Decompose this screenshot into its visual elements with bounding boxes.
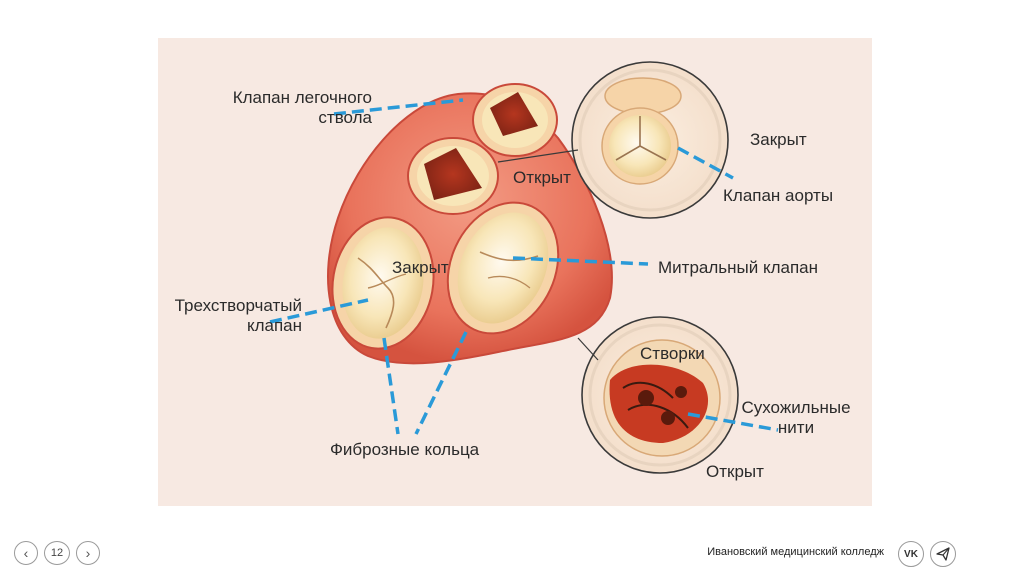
- fibrous-rings-label: Фиброзные кольца: [330, 440, 480, 459]
- paper-plane-icon: [936, 547, 950, 561]
- page-number: 12: [44, 541, 70, 565]
- open-bottom-label: Открыт: [706, 462, 764, 481]
- chordae-label: Сухожильные нити: [741, 398, 851, 437]
- mitral-valve-label: Митральный клапан: [658, 258, 819, 277]
- chevron-left-icon: ‹: [23, 545, 29, 561]
- tricuspid-valve-shape: [331, 216, 435, 350]
- slide-footer: ‹ 12 › Ивановский медицинский колледж VK: [0, 530, 1024, 574]
- leader-lines: [269, 98, 779, 435]
- chevron-right-icon: ›: [85, 545, 91, 561]
- vk-share-button[interactable]: VK: [898, 541, 924, 567]
- telegram-share-button[interactable]: [930, 541, 956, 567]
- college-name: Ивановский медицинский колледж: [707, 546, 884, 558]
- mitral-valve-shape: [446, 201, 560, 335]
- aortic-zoom-circle: [571, 61, 729, 219]
- chordae-zoom-circle: [581, 316, 739, 474]
- open-valve-shape: [407, 137, 499, 215]
- leaflets-label: Створки: [640, 344, 705, 363]
- open-top-label: Открыт: [513, 168, 571, 187]
- aortic-valve-label: Клапан аорты: [723, 186, 834, 205]
- closed-right-label: Закрыт: [750, 130, 807, 149]
- pulmonary-valve-shape: [472, 83, 558, 157]
- tricuspid-valve-label: Трехстворчатый клапан: [174, 296, 302, 335]
- prev-slide-button[interactable]: ‹: [14, 541, 38, 565]
- vk-icon: VK: [904, 548, 918, 560]
- pulmonary-valve-label: Клапан легочного ствола: [232, 88, 372, 127]
- heart-valves-illustration: [269, 61, 779, 474]
- closed-center-label: Закрыт: [392, 258, 449, 277]
- heart-valves-figure: Клапан легочного ствола Открыт Закрыт Кл…: [158, 38, 872, 506]
- next-slide-button[interactable]: ›: [76, 541, 100, 565]
